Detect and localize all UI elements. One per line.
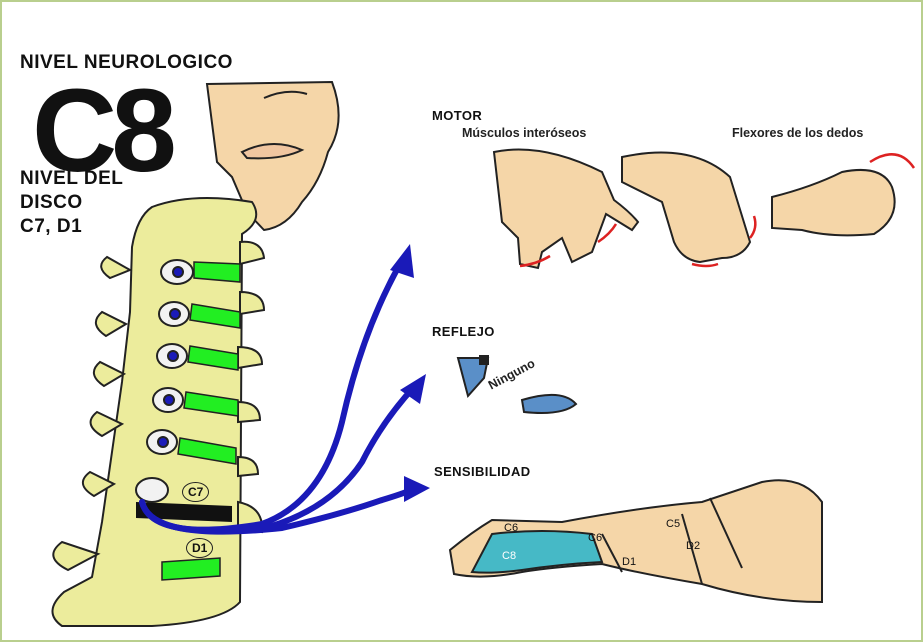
motor-title: MOTOR bbox=[432, 108, 482, 123]
reflex-title: REFLEJO bbox=[432, 324, 495, 339]
dermatome-label: C6 bbox=[588, 532, 602, 544]
arrow-heads bbox=[390, 244, 430, 502]
motor-muscles-right: Flexores de los dedos bbox=[732, 126, 863, 140]
dermatome-label: C5 bbox=[666, 518, 680, 530]
hand-flex bbox=[622, 153, 750, 263]
dermatome-label: C6 bbox=[504, 522, 518, 534]
hand-spread bbox=[494, 150, 638, 269]
header-line2: NIVEL DEL bbox=[20, 168, 123, 190]
dermatome-label: D2 bbox=[686, 540, 700, 552]
header-line4: C7, D1 bbox=[20, 216, 82, 238]
dermatome-label: C8 bbox=[502, 550, 516, 562]
sensory-arm bbox=[450, 480, 822, 602]
hand-fist bbox=[772, 170, 895, 235]
motor-muscles-left: Músculos interóseos bbox=[462, 126, 586, 140]
header-line3: DISCO bbox=[20, 192, 83, 214]
sensory-title: SENSIBILIDAD bbox=[434, 464, 531, 479]
dermatome-label: D1 bbox=[622, 556, 636, 568]
